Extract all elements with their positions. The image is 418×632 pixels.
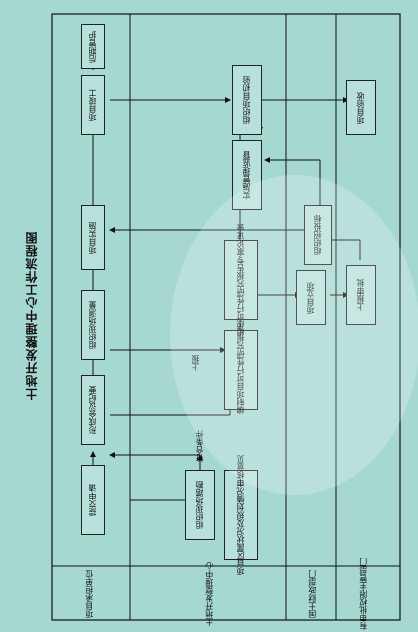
page-title: 土地开发整理中心工作流程图 <box>25 231 39 400</box>
box-site-measure-label: 组织现场测量 <box>87 301 97 349</box>
box-submit-label: 提交申请 <box>87 484 97 516</box>
seal-watermark <box>170 175 418 495</box>
frame-border <box>51 13 401 621</box>
box-site-measure: 组织现场测量 <box>81 290 105 360</box>
box-implement: 项目实施 <box>81 205 105 270</box>
box-acceptance: 项目验收 <box>346 80 376 135</box>
box-site-survey: 组织现场踏勘 <box>185 470 215 540</box>
box-meeting-minutes-label: 形成会议纪要 <box>87 386 97 434</box>
lane-label-approval-authority: 有审批权限主管部门 <box>358 558 368 630</box>
box-feasibility-report: 编制项目可行性研究报告 <box>224 326 258 414</box>
box-report-approve: 上报审批 <box>346 265 376 325</box>
box-completion-label: 项目竣工 <box>87 89 97 121</box>
box-submit-application: 提交申请 <box>81 465 105 535</box>
box-bidding: 组织招投标 <box>304 205 332 265</box>
lane-label-applicant: 项目承担单位 <box>84 570 94 618</box>
box-acceptance-org-label: 组织项目初验 <box>241 76 251 124</box>
box-maintenance-label: 后期管护 <box>87 30 97 63</box>
box-manage: 实施管理监督 <box>232 140 262 210</box>
box-acceptance-label: 项目验收 <box>355 91 365 124</box>
box-meeting-minutes: 形成会议纪要 <box>81 375 105 445</box>
box-completion: 项目竣工 <box>81 75 105 135</box>
box-project-doc: 项目区属状况及规划情况审核意见 <box>224 455 258 575</box>
box-maintenance: 后期管护 <box>81 24 105 69</box>
box-feasibility-review: 组织可行性研究报告专家论证会 <box>224 224 258 336</box>
box-acceptance-org: 组织项目初验 <box>232 65 262 135</box>
box-project-setup: 项目立项 <box>296 270 326 325</box>
lane-label-land-finance: 国土财政部门 <box>307 570 317 618</box>
box-implement-label: 项目实施 <box>87 221 97 254</box>
lane-label-center: 土地开发整理中心 <box>204 562 214 626</box>
